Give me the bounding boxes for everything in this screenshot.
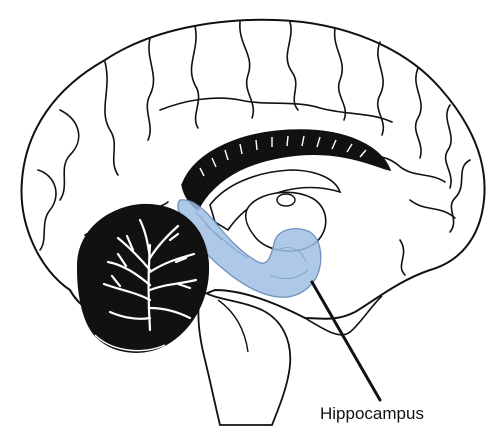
small-nucleus xyxy=(277,194,295,206)
brainstem xyxy=(198,290,290,425)
hippocampus-label: Hippocampus xyxy=(320,404,424,424)
